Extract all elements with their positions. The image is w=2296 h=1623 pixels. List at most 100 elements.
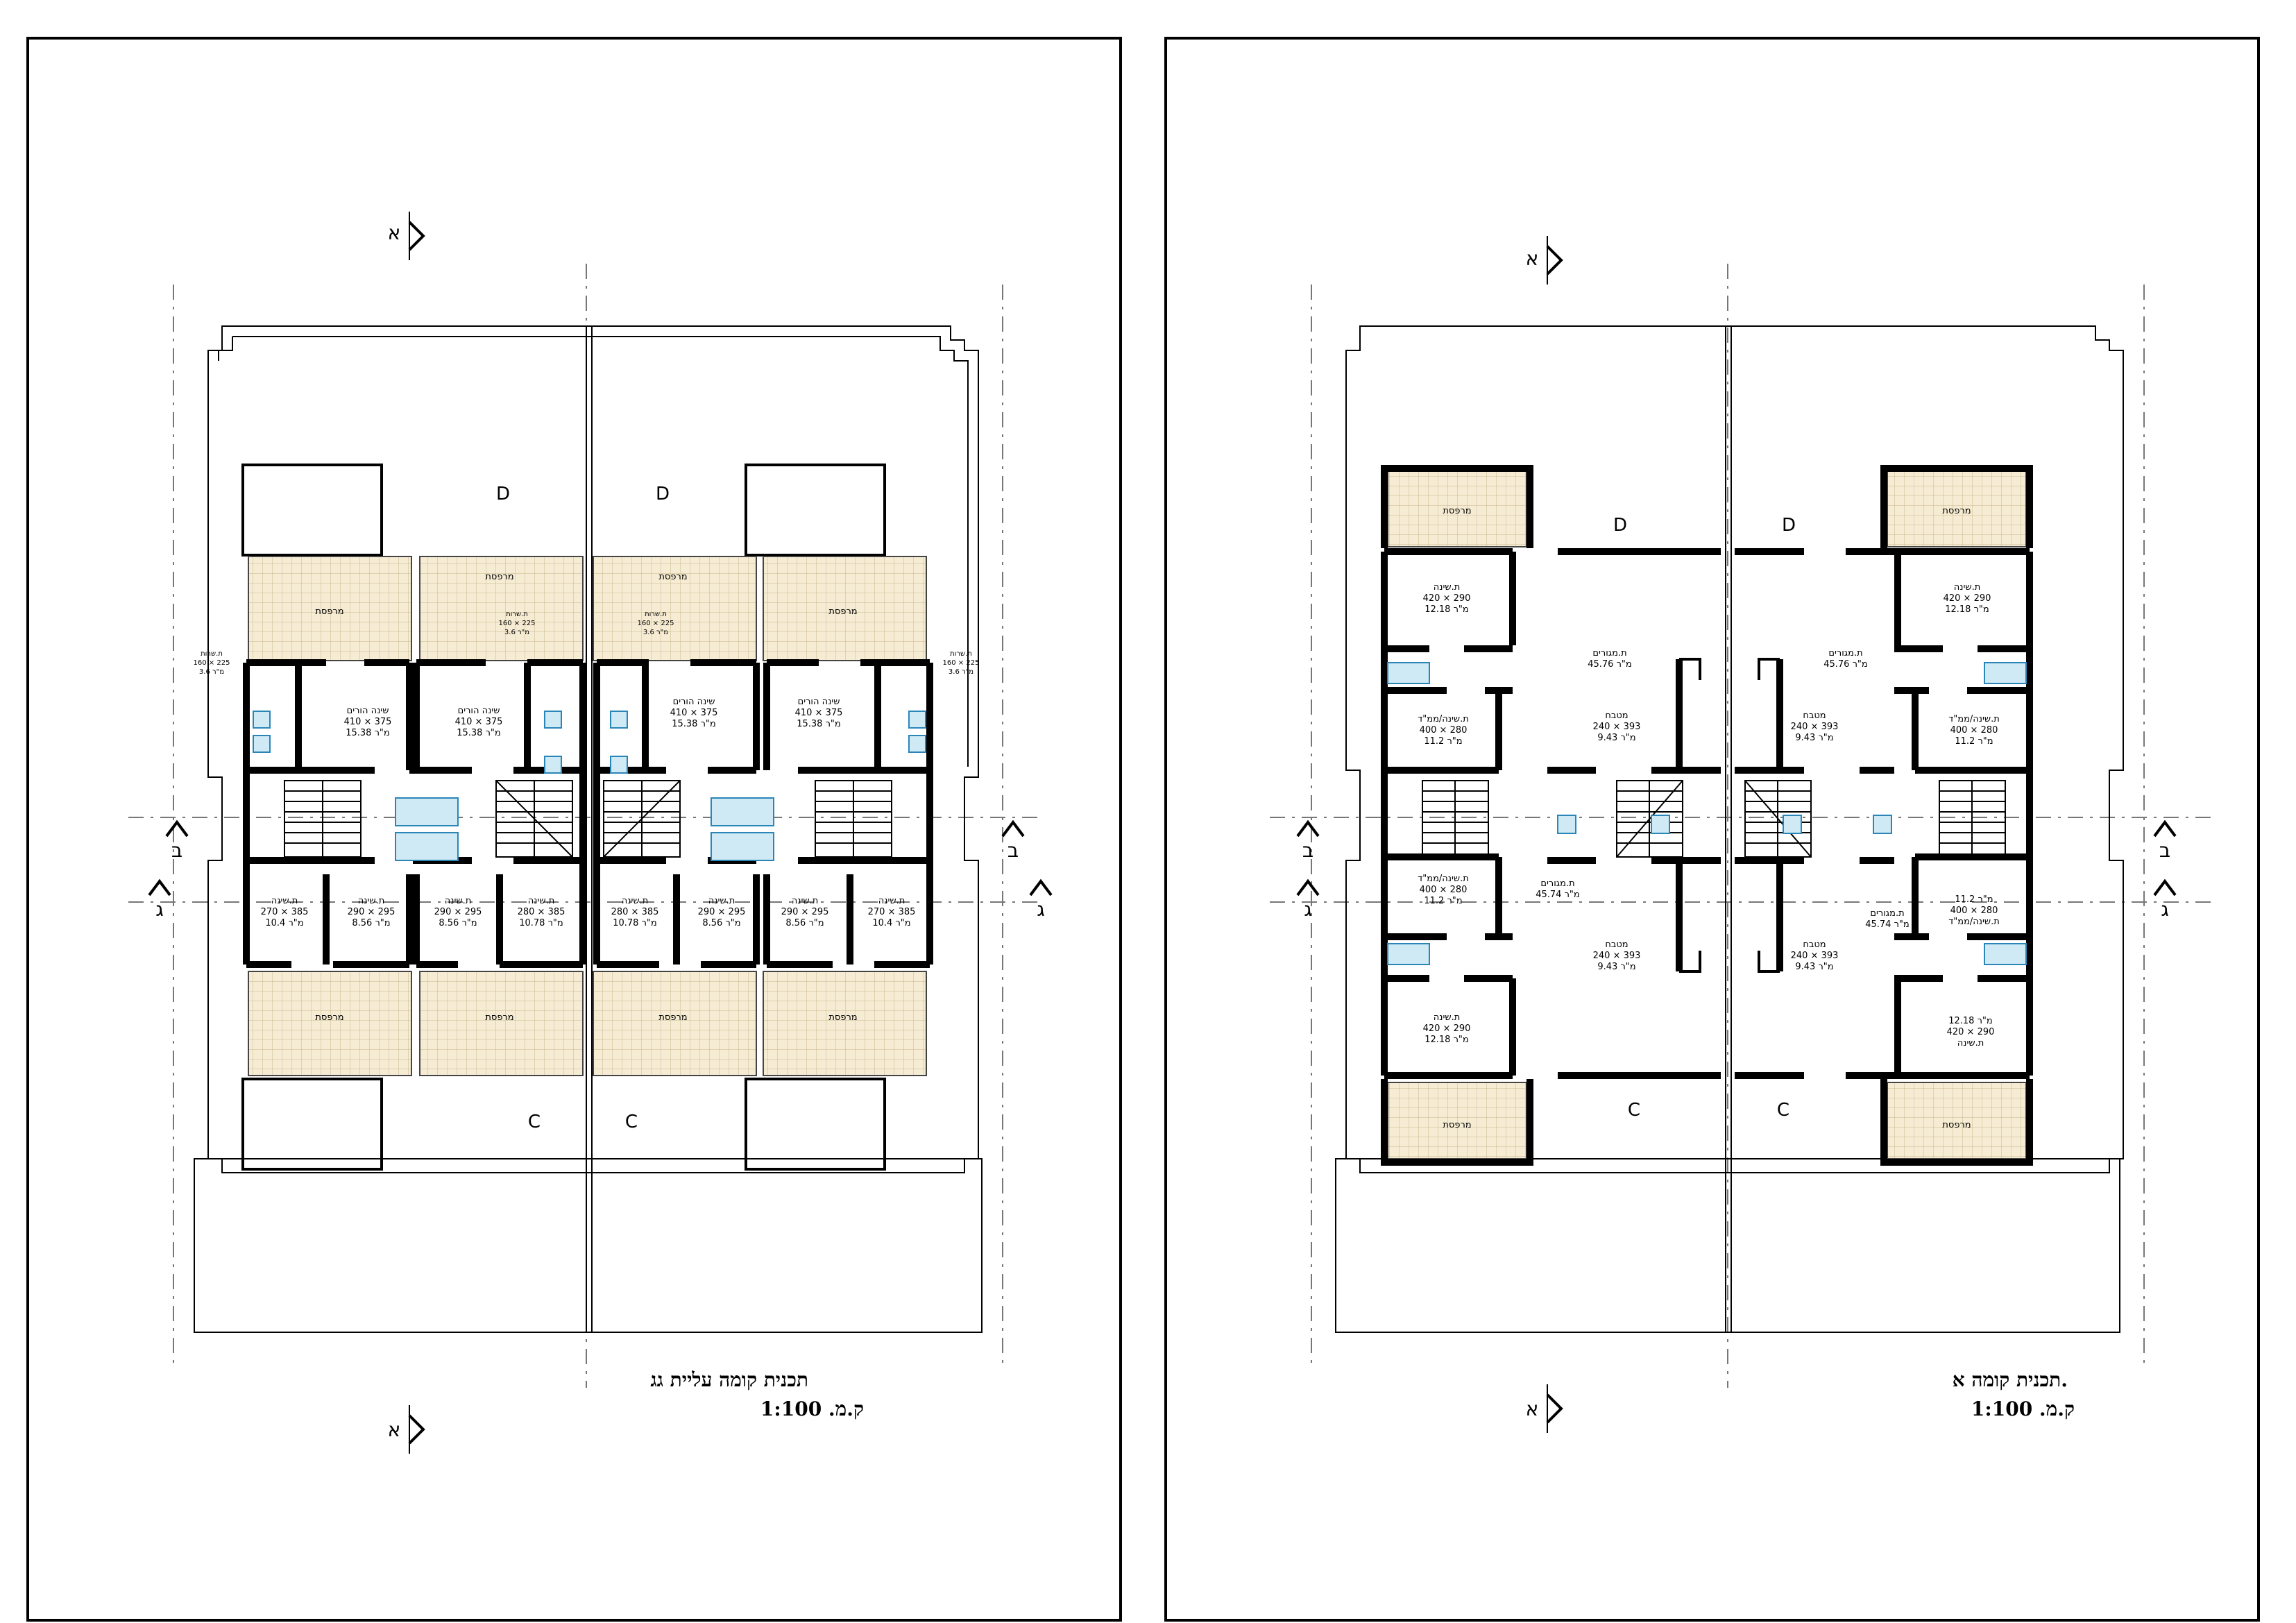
svg-text:מטבח: מטבח bbox=[1803, 940, 1826, 950]
svg-text:290 × 295: 290 × 295 bbox=[698, 907, 746, 917]
svg-text:3.6 מ"ר: 3.6 מ"ר bbox=[643, 629, 668, 636]
room-labels: מרפסת מרפסת ת.שינה 420 × 290 12.18 מ"ר ת… bbox=[1418, 506, 2000, 1130]
svg-text:10.4 מ"ר: 10.4 מ"ר bbox=[872, 918, 910, 928]
svg-text:3.6 מ"ר: 3.6 מ"ר bbox=[504, 629, 529, 636]
svg-text:שינה הורים: שינה הורים bbox=[347, 706, 389, 716]
stairs bbox=[1422, 780, 2006, 858]
svg-text:10.78 מ"ר: 10.78 מ"ר bbox=[613, 918, 657, 928]
svg-text:420 × 290: 420 × 290 bbox=[1423, 593, 1471, 604]
svg-text:410 × 375: 410 × 375 bbox=[795, 708, 843, 718]
svg-text:ת.שינה: ת.שינה bbox=[528, 896, 555, 906]
sheet-title: תכנית קומה עליית גג bbox=[650, 1368, 808, 1391]
sheet-first-floor: א א ב ב ג ג D D C C מרפסת מרפסת ת.שינה 4… bbox=[1164, 37, 2260, 1622]
balcony-8 bbox=[763, 971, 927, 1076]
svg-text:3.6 מ"ר: 3.6 מ"ר bbox=[199, 668, 224, 676]
balcony-2 bbox=[419, 556, 584, 661]
svg-text:מרפסת: מרפסת bbox=[658, 572, 687, 582]
void-bottom-right bbox=[745, 1078, 886, 1171]
void-bottom-left bbox=[241, 1078, 383, 1171]
sheet-frame bbox=[1164, 37, 2260, 1622]
svg-text:מרפסת: מרפסת bbox=[1942, 506, 1971, 516]
balcony-1 bbox=[248, 556, 412, 661]
svg-text:12.18 מ"ר: 12.18 מ"ר bbox=[1425, 1035, 1469, 1045]
section-mark-b-left: ב bbox=[1302, 839, 1313, 862]
unit-label: C bbox=[625, 1112, 638, 1132]
svg-text:45.74 מ"ר: 45.74 מ"ר bbox=[1865, 919, 1910, 930]
section-mark-a-top: א bbox=[1526, 247, 1539, 270]
balcony-3 bbox=[1387, 1082, 1527, 1159]
svg-text:מרפסת: מרפסת bbox=[1942, 1120, 1971, 1130]
svg-text:מרפסת: מרפסת bbox=[828, 1012, 857, 1023]
svg-text:15.38 מ"ר: 15.38 מ"ר bbox=[672, 719, 716, 729]
svg-text:240 × 393: 240 × 393 bbox=[1791, 722, 1839, 732]
sheet-title: תכנית קומה א. bbox=[1953, 1368, 2068, 1391]
svg-text:45.74 מ"ר: 45.74 מ"ר bbox=[1536, 890, 1580, 900]
sheet-scale: ק.מ. 1:100 bbox=[760, 1397, 864, 1420]
unit-label: D bbox=[1782, 515, 1796, 536]
svg-text:410 × 375: 410 × 375 bbox=[344, 717, 392, 727]
section-mark-b-left: ב bbox=[171, 839, 182, 862]
svg-text:280 × 385: 280 × 385 bbox=[611, 907, 659, 917]
section-mark-a-bottom: א bbox=[1526, 1397, 1539, 1420]
svg-text:ת.שינה: ת.שינה bbox=[1957, 1038, 1984, 1048]
balcony-3 bbox=[593, 556, 757, 661]
unit-label: D bbox=[656, 484, 670, 504]
balcony-4 bbox=[763, 556, 927, 661]
svg-text:280 × 385: 280 × 385 bbox=[518, 907, 566, 917]
svg-text:160 × 225: 160 × 225 bbox=[499, 620, 536, 627]
svg-text:420 × 290: 420 × 290 bbox=[1944, 593, 1991, 604]
svg-text:160 × 225: 160 × 225 bbox=[638, 620, 674, 627]
section-mark-b-right: ב bbox=[1007, 839, 1019, 862]
svg-text:ת.שינה: ת.שינה bbox=[1434, 582, 1461, 593]
svg-text:מטבח: מטבח bbox=[1605, 711, 1628, 721]
svg-text:מרפסת: מרפסת bbox=[485, 1012, 513, 1023]
svg-text:מרפסת: מרפסת bbox=[315, 606, 343, 617]
svg-text:9.43 מ"ר: 9.43 מ"ר bbox=[1795, 733, 1833, 743]
section-mark-g-right: ג bbox=[2161, 898, 2169, 921]
svg-text:ת.שינה: ת.שינה bbox=[878, 896, 905, 906]
svg-text:160 × 225: 160 × 225 bbox=[943, 659, 980, 667]
svg-text:ת.מגורים: ת.מגורים bbox=[1828, 648, 1862, 658]
svg-text:420 × 290: 420 × 290 bbox=[1423, 1023, 1471, 1034]
svg-text:400 × 280: 400 × 280 bbox=[1420, 885, 1468, 895]
svg-text:15.38 מ"ר: 15.38 מ"ר bbox=[457, 728, 501, 738]
svg-text:290 × 295: 290 × 295 bbox=[781, 907, 829, 917]
svg-text:ת.שרות: ת.שרות bbox=[201, 650, 223, 658]
sheet-scale: ק.מ. 1:100 bbox=[1971, 1397, 2075, 1420]
svg-text:ת.שינה: ת.שינה bbox=[708, 896, 735, 906]
svg-text:45.76 מ"ר: 45.76 מ"ר bbox=[1588, 659, 1632, 670]
svg-text:מרפסת: מרפסת bbox=[315, 1012, 343, 1023]
svg-text:400 × 280: 400 × 280 bbox=[1950, 725, 1998, 736]
svg-text:ת.שרות: ת.שרות bbox=[950, 650, 972, 658]
balcony-2 bbox=[1887, 470, 2027, 547]
svg-text:420 × 290: 420 × 290 bbox=[1947, 1027, 1995, 1037]
svg-text:410 × 375: 410 × 375 bbox=[455, 717, 503, 727]
void-top-left bbox=[241, 464, 383, 556]
svg-text:ת.שינה: ת.שינה bbox=[358, 896, 385, 906]
unit-label: C bbox=[528, 1112, 541, 1132]
svg-text:15.38 מ"ר: 15.38 מ"ר bbox=[797, 719, 841, 729]
bath-fixtures bbox=[1387, 662, 2027, 965]
svg-text:160 × 225: 160 × 225 bbox=[194, 659, 230, 667]
svg-text:שינה הורים: שינה הורים bbox=[673, 697, 715, 707]
svg-text:מרפסת: מרפסת bbox=[658, 1012, 687, 1023]
svg-text:ת.שינה: ת.שינה bbox=[792, 896, 819, 906]
svg-text:מרפסת: מרפסת bbox=[828, 606, 857, 617]
svg-text:ת.שרות: ת.שרות bbox=[645, 611, 667, 618]
svg-text:10.78 מ"ר: 10.78 מ"ר bbox=[519, 918, 563, 928]
section-mark-g-right: ג bbox=[1037, 898, 1045, 921]
svg-text:מטבח: מטבח bbox=[1605, 940, 1628, 950]
bath-fixtures bbox=[253, 711, 926, 861]
section-mark-b-right: ב bbox=[2159, 839, 2170, 862]
svg-text:240 × 393: 240 × 393 bbox=[1791, 951, 1839, 961]
svg-text:שינה הורים: שינה הורים bbox=[458, 706, 500, 716]
svg-text:מרפסת: מרפסת bbox=[1443, 1120, 1471, 1130]
svg-text:ת.שרות: ת.שרות bbox=[506, 611, 528, 618]
svg-text:8.56 מ"ר: 8.56 מ"ר bbox=[785, 918, 824, 928]
svg-text:ת.שינה/ממ"ד: ת.שינה/ממ"ד bbox=[1418, 874, 1469, 884]
svg-text:11.2 מ"ר: 11.2 מ"ר bbox=[1424, 896, 1462, 906]
balcony-6 bbox=[419, 971, 584, 1076]
svg-text:ת.שינה: ת.שינה bbox=[445, 896, 472, 906]
interior-walls bbox=[1381, 548, 2033, 1079]
